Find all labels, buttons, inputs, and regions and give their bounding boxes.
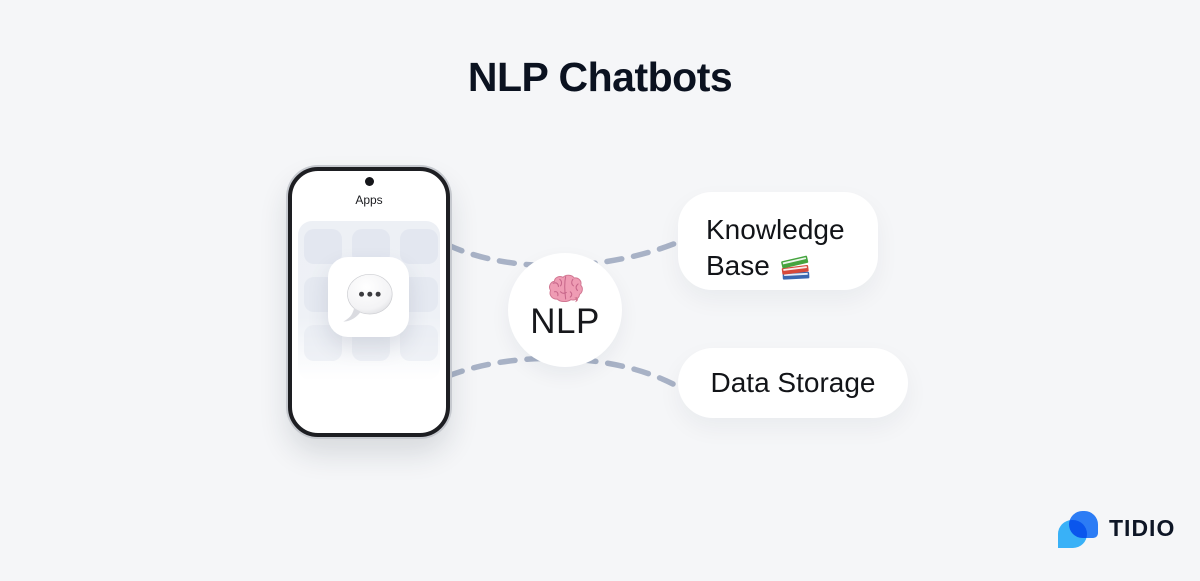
data-storage-node: Data Storage — [678, 348, 908, 418]
chat-app-tile — [328, 257, 409, 337]
knowledge-base-label-line1: Knowledge — [706, 214, 845, 245]
knowledge-base-label-line2: Base — [706, 250, 770, 281]
app-tile — [304, 229, 342, 264]
tidio-bubble-light — [1058, 520, 1087, 548]
tidio-brand-name: TIDIO — [1109, 515, 1176, 541]
speech-balloon-icon — [342, 273, 393, 322]
brain-icon — [549, 274, 583, 303]
nlp-node: NLP — [508, 253, 622, 367]
app-tile — [400, 325, 438, 361]
nlp-node-label: NLP — [530, 302, 600, 341]
data-storage-label: Data Storage — [710, 367, 876, 398]
page-title: NLP Chatbots — [467, 54, 733, 100]
knowledge-base-node: Knowledge Base — [678, 192, 878, 290]
books-icon — [780, 255, 810, 280]
app-tile — [400, 229, 438, 264]
tidio-brand: TIDIO — [1058, 509, 1175, 548]
phone-camera-dot — [364, 177, 374, 186]
tidio-logo-icon — [1058, 509, 1098, 548]
phone-apps-label: Apps — [355, 193, 383, 207]
phone-frame: Apps — [288, 167, 450, 437]
